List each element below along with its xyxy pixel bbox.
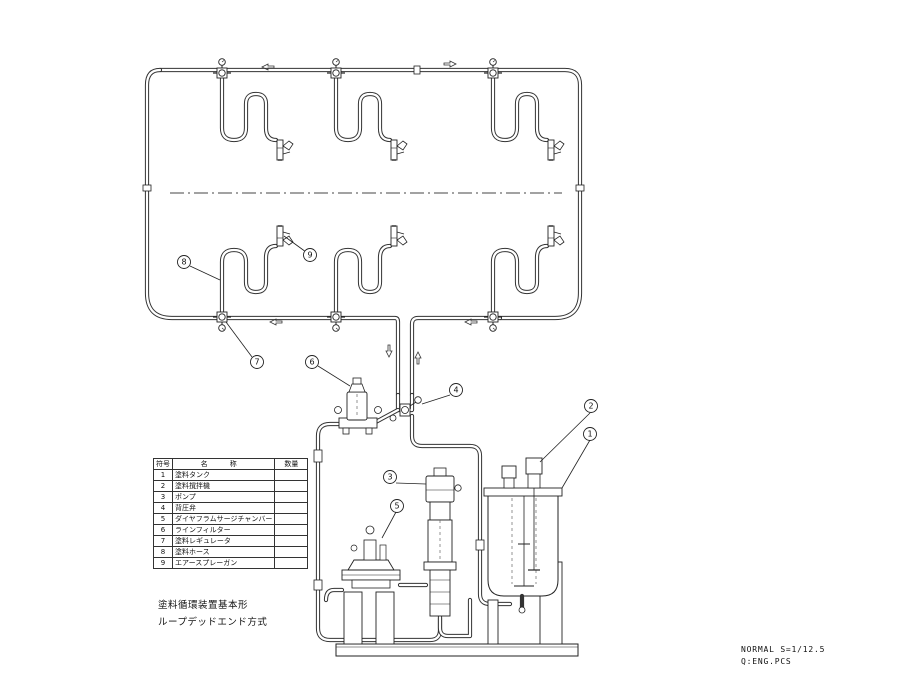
drawing-caption-title: 塗料循環装置基本形 <box>158 600 249 611</box>
drawing-caption-subtitle: ループデッドエンド方式 <box>158 617 268 628</box>
row-quantity <box>274 524 309 536</box>
balloon-2: 2 <box>584 399 598 413</box>
balloon-5: 5 <box>390 499 404 513</box>
row-quantity <box>274 546 309 558</box>
row-number: 7 <box>153 535 173 547</box>
balloon-3: 3 <box>383 470 397 484</box>
row-number: 2 <box>153 480 173 492</box>
return-line <box>409 413 513 607</box>
svg-text:1: 1 <box>587 430 592 439</box>
row-name: 塗料ホース <box>171 546 276 558</box>
row-name: ポンプ <box>171 491 276 503</box>
back-pressure-valve <box>389 392 422 422</box>
parts-table-header: 符号 名 称 数量 <box>153 458 309 470</box>
diaphragm-surge-chamber <box>323 525 429 603</box>
svg-text:8: 8 <box>181 258 186 267</box>
row-number: 1 <box>153 469 173 481</box>
balloon-6: 6 <box>305 355 319 369</box>
scale-note: NORMAL S=1/12.5 <box>741 645 826 654</box>
upper-loop <box>142 65 585 398</box>
paint-tank <box>483 487 563 614</box>
row-name: 塗料レギュレータ <box>171 535 276 547</box>
row-name: 背圧弁 <box>171 502 276 514</box>
quantity-note: Q:ENG.PCS <box>741 657 792 666</box>
svg-text:3: 3 <box>387 473 392 482</box>
balloon-4: 4 <box>449 383 463 397</box>
svg-text:4: 4 <box>453 386 458 395</box>
row-number: 8 <box>153 546 173 558</box>
supply-line <box>313 407 473 643</box>
balloon-1: 1 <box>583 427 597 441</box>
lower-hose-drops <box>219 243 550 317</box>
row-quantity <box>274 480 309 492</box>
upper-hose-drops <box>219 71 550 143</box>
svg-text:7: 7 <box>254 358 259 367</box>
header-number: 符号 <box>153 458 173 470</box>
row-quantity <box>274 513 309 525</box>
row-name: ダイヤフラムサージチャンバー <box>171 513 276 525</box>
row-name: エアースプレーガン <box>171 557 276 569</box>
balloon-8: 8 <box>177 255 191 269</box>
svg-text:5: 5 <box>394 502 399 511</box>
row-number: 6 <box>153 524 173 536</box>
row-quantity <box>274 557 309 569</box>
balloon-9: 9 <box>303 248 317 262</box>
svg-text:2: 2 <box>588 402 593 411</box>
row-number: 5 <box>153 513 173 525</box>
balloon-7: 7 <box>250 355 264 369</box>
header-quantity: 数量 <box>274 458 309 470</box>
agitator <box>501 457 543 571</box>
line-filter <box>334 377 382 435</box>
row-number: 4 <box>153 502 173 514</box>
row-number: 9 <box>153 557 173 569</box>
header-name: 名 称 <box>171 458 276 470</box>
balloon-callouts: 1 2 3 4 5 6 7 <box>177 235 598 539</box>
base-frame <box>335 561 579 657</box>
row-name: 塗料撹拌機 <box>171 480 276 492</box>
row-name: ラインフィルター <box>171 524 276 536</box>
row-name: 塗料タンク <box>171 469 276 481</box>
pump <box>423 467 462 617</box>
row-quantity <box>274 469 309 481</box>
svg-text:9: 9 <box>307 251 312 260</box>
svg-text:6: 6 <box>309 358 314 367</box>
row-quantity <box>274 535 309 547</box>
row-quantity <box>274 491 309 503</box>
row-number: 3 <box>153 491 173 503</box>
row-quantity <box>274 502 309 514</box>
flow-arrows <box>261 60 478 365</box>
